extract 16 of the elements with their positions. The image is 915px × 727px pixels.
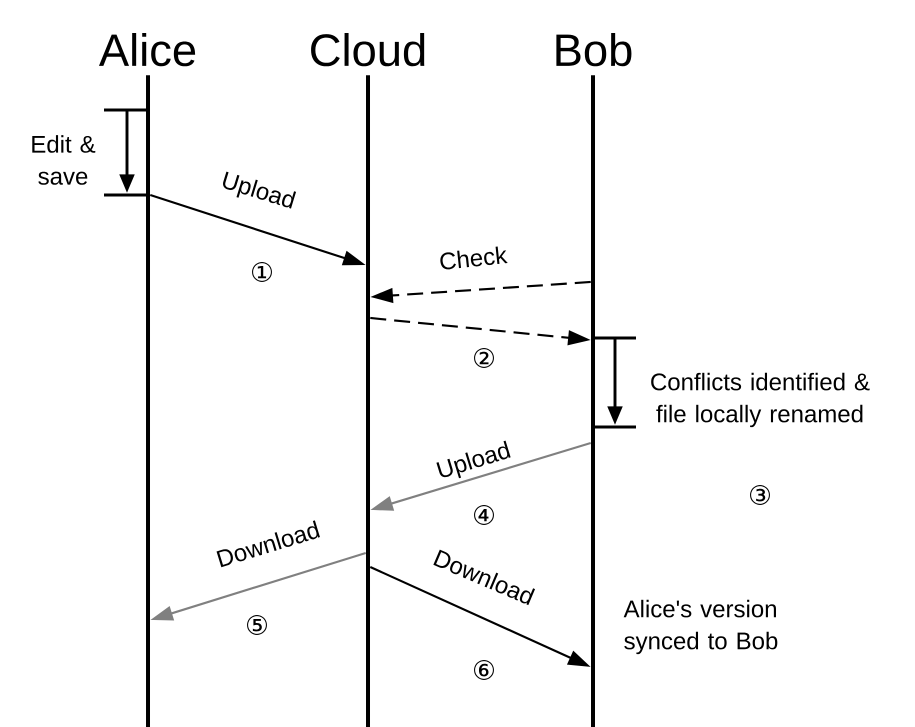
step-number: ④ — [474, 505, 494, 525]
step-note: Conflicts identified & file locally renamed — [651, 372, 870, 428]
lifeline: Alice — [98, 33, 196, 727]
node-label: Bob — [556, 32, 632, 66]
step-number: ③ — [750, 485, 770, 505]
edge-label: Upload — [432, 438, 516, 486]
step-note: Alice's version synced to Bob — [624, 600, 778, 654]
step-number: ② — [474, 348, 494, 368]
edge-label: Check — [436, 244, 510, 272]
node-label: Cloud — [311, 32, 424, 66]
step-note: Edit & save — [32, 135, 96, 185]
step-number: ① — [252, 262, 272, 282]
edge-label: Upload — [216, 168, 300, 216]
step-number: ⑥ — [474, 660, 494, 680]
node-label: Alice — [98, 32, 196, 66]
step-number: ⑤ — [247, 615, 267, 635]
